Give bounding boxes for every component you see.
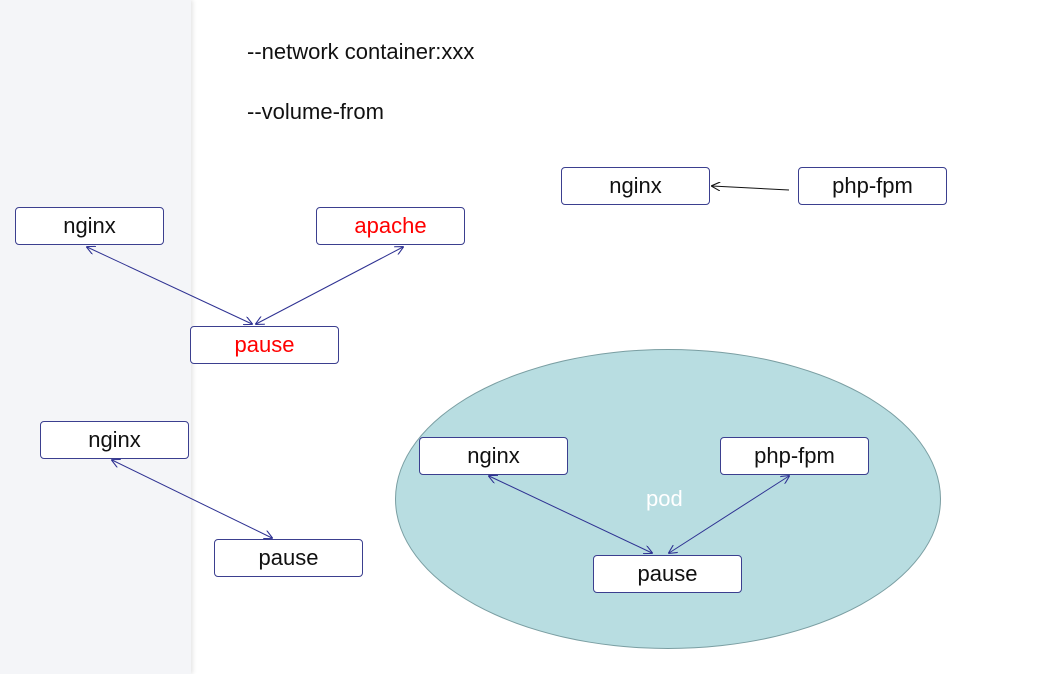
left-sidebar: [0, 0, 191, 674]
arrow-phpfpm-to-nginx: [712, 186, 790, 190]
diagram2-apache-box: apache: [316, 207, 465, 245]
pod-nginx-box: nginx: [419, 437, 568, 475]
diagram2-nginx-box: nginx: [15, 207, 164, 245]
diagram2-pause-box: pause: [190, 326, 339, 364]
volume-command-text: --volume-from: [247, 99, 384, 124]
arrow-apache-pause: [256, 247, 403, 324]
pod-pause-box: pause: [593, 555, 742, 593]
diagram3-pause-box: pause: [214, 539, 363, 577]
network-command-text: --network container:xxx: [247, 39, 475, 64]
pod-phpfpm-box: php-fpm: [720, 437, 869, 475]
pod-label: pod: [646, 486, 683, 511]
diagram1-phpfpm-box: php-fpm: [798, 167, 947, 205]
diagram1-nginx-box: nginx: [561, 167, 710, 205]
diagram3-nginx-box: nginx: [40, 421, 189, 459]
